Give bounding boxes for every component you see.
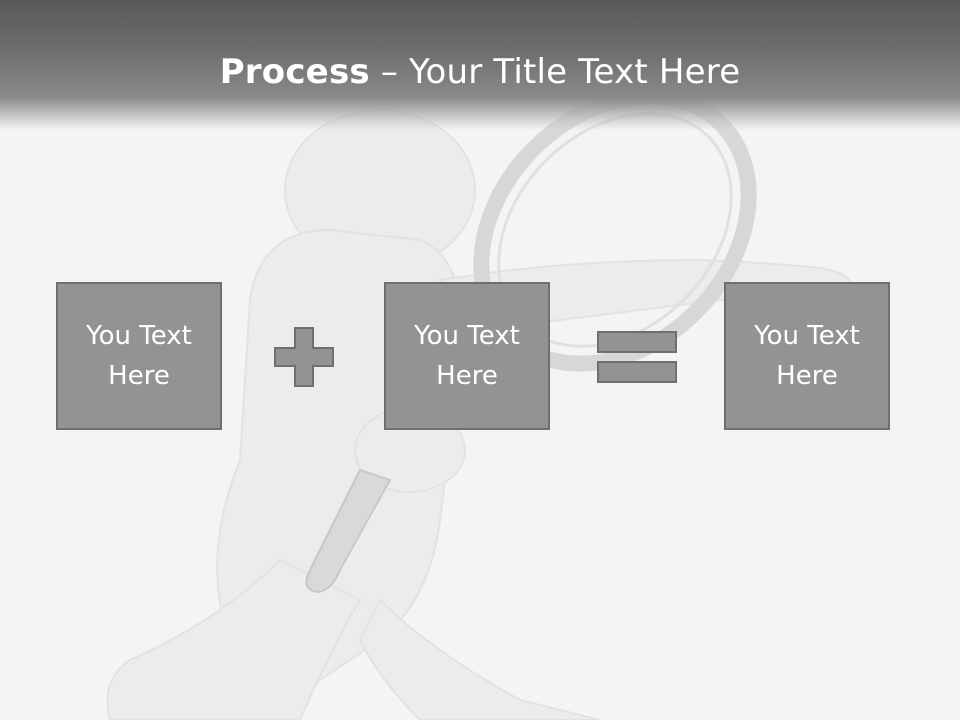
text-box-2-label: You Text Here [414,321,520,391]
title-bar [0,0,960,130]
text-box-2[interactable]: You Text Here [384,282,550,430]
plus-icon [274,327,334,387]
equals-icon [597,331,677,383]
text-box-1-label: You Text Here [86,321,192,391]
slide-title: Process – Your Title Text Here [0,52,960,92]
title-bold-part: Process [219,52,370,92]
text-box-3[interactable]: You Text Here [724,282,890,430]
text-box-1[interactable]: You Text Here [56,282,222,430]
title-regular-part: – Your Title Text Here [369,52,741,92]
text-box-3-label: You Text Here [754,321,860,391]
